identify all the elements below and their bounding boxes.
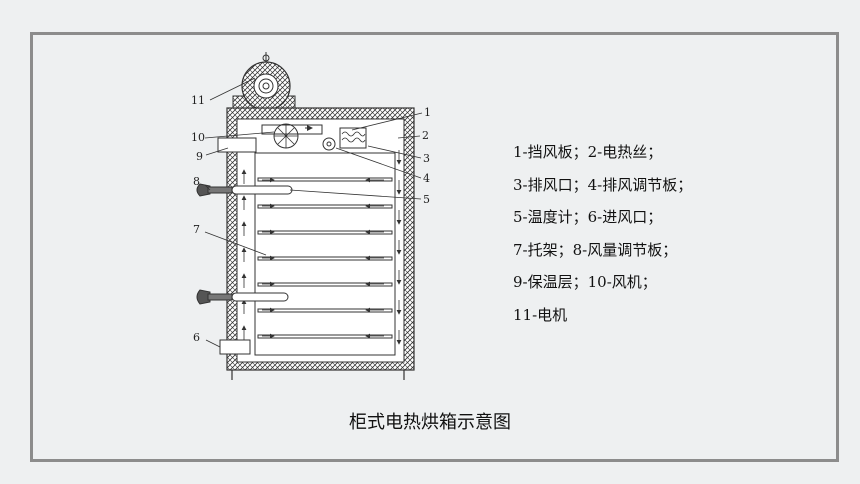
callout-9: 9 (196, 150, 203, 163)
shelf (257, 204, 393, 209)
baffle-plate (261, 124, 323, 135)
callout-8: 8 (193, 175, 200, 188)
shelf (257, 308, 393, 313)
callout-7: 7 (193, 223, 200, 236)
callout-2: 2 (422, 129, 429, 142)
legend-item: 7-托架；8-风量调节板； (513, 240, 678, 259)
callout-6: 6 (193, 331, 200, 344)
airflow-damper (196, 289, 289, 305)
exhaust-damper (322, 137, 336, 151)
legend-item: 9-保温层；10-风机； (513, 273, 657, 291)
air-inlet (219, 339, 251, 355)
callout-11: 11 (191, 94, 205, 107)
shelf (257, 282, 393, 287)
motor (232, 52, 296, 111)
shelf (257, 256, 393, 261)
shelf (257, 334, 393, 339)
fan (273, 123, 313, 149)
callout-5: 5 (423, 193, 430, 206)
legend: 1-挡风板；2-电热丝； 3-排风口；4-排风调节板； 5-温度计；6-进风口； 7-… (513, 142, 692, 337)
callout-3: 3 (423, 152, 430, 165)
heating-wire (339, 127, 367, 149)
inner-chamber (254, 152, 396, 356)
legend-item: 3-排风口；4-排风调节板； (513, 175, 693, 194)
air-flow-arrows (241, 150, 402, 345)
callout-4: 4 (423, 172, 430, 185)
legend-item: 1-挡风板；2-电热丝； (513, 143, 663, 161)
diagram-caption: 柜式电热烘箱示意图 (349, 412, 511, 433)
legend-item: 5-温度计；6-进风口； (513, 208, 663, 226)
fan-duct (217, 137, 257, 153)
shelf (257, 177, 393, 182)
callout-10: 10 (191, 131, 205, 144)
shelf (257, 230, 393, 235)
legend-item: 11-电机 (513, 305, 568, 324)
thermometer (196, 183, 293, 197)
shelves (257, 177, 393, 339)
slide-frame (30, 32, 839, 462)
callout-1: 1 (424, 106, 431, 119)
